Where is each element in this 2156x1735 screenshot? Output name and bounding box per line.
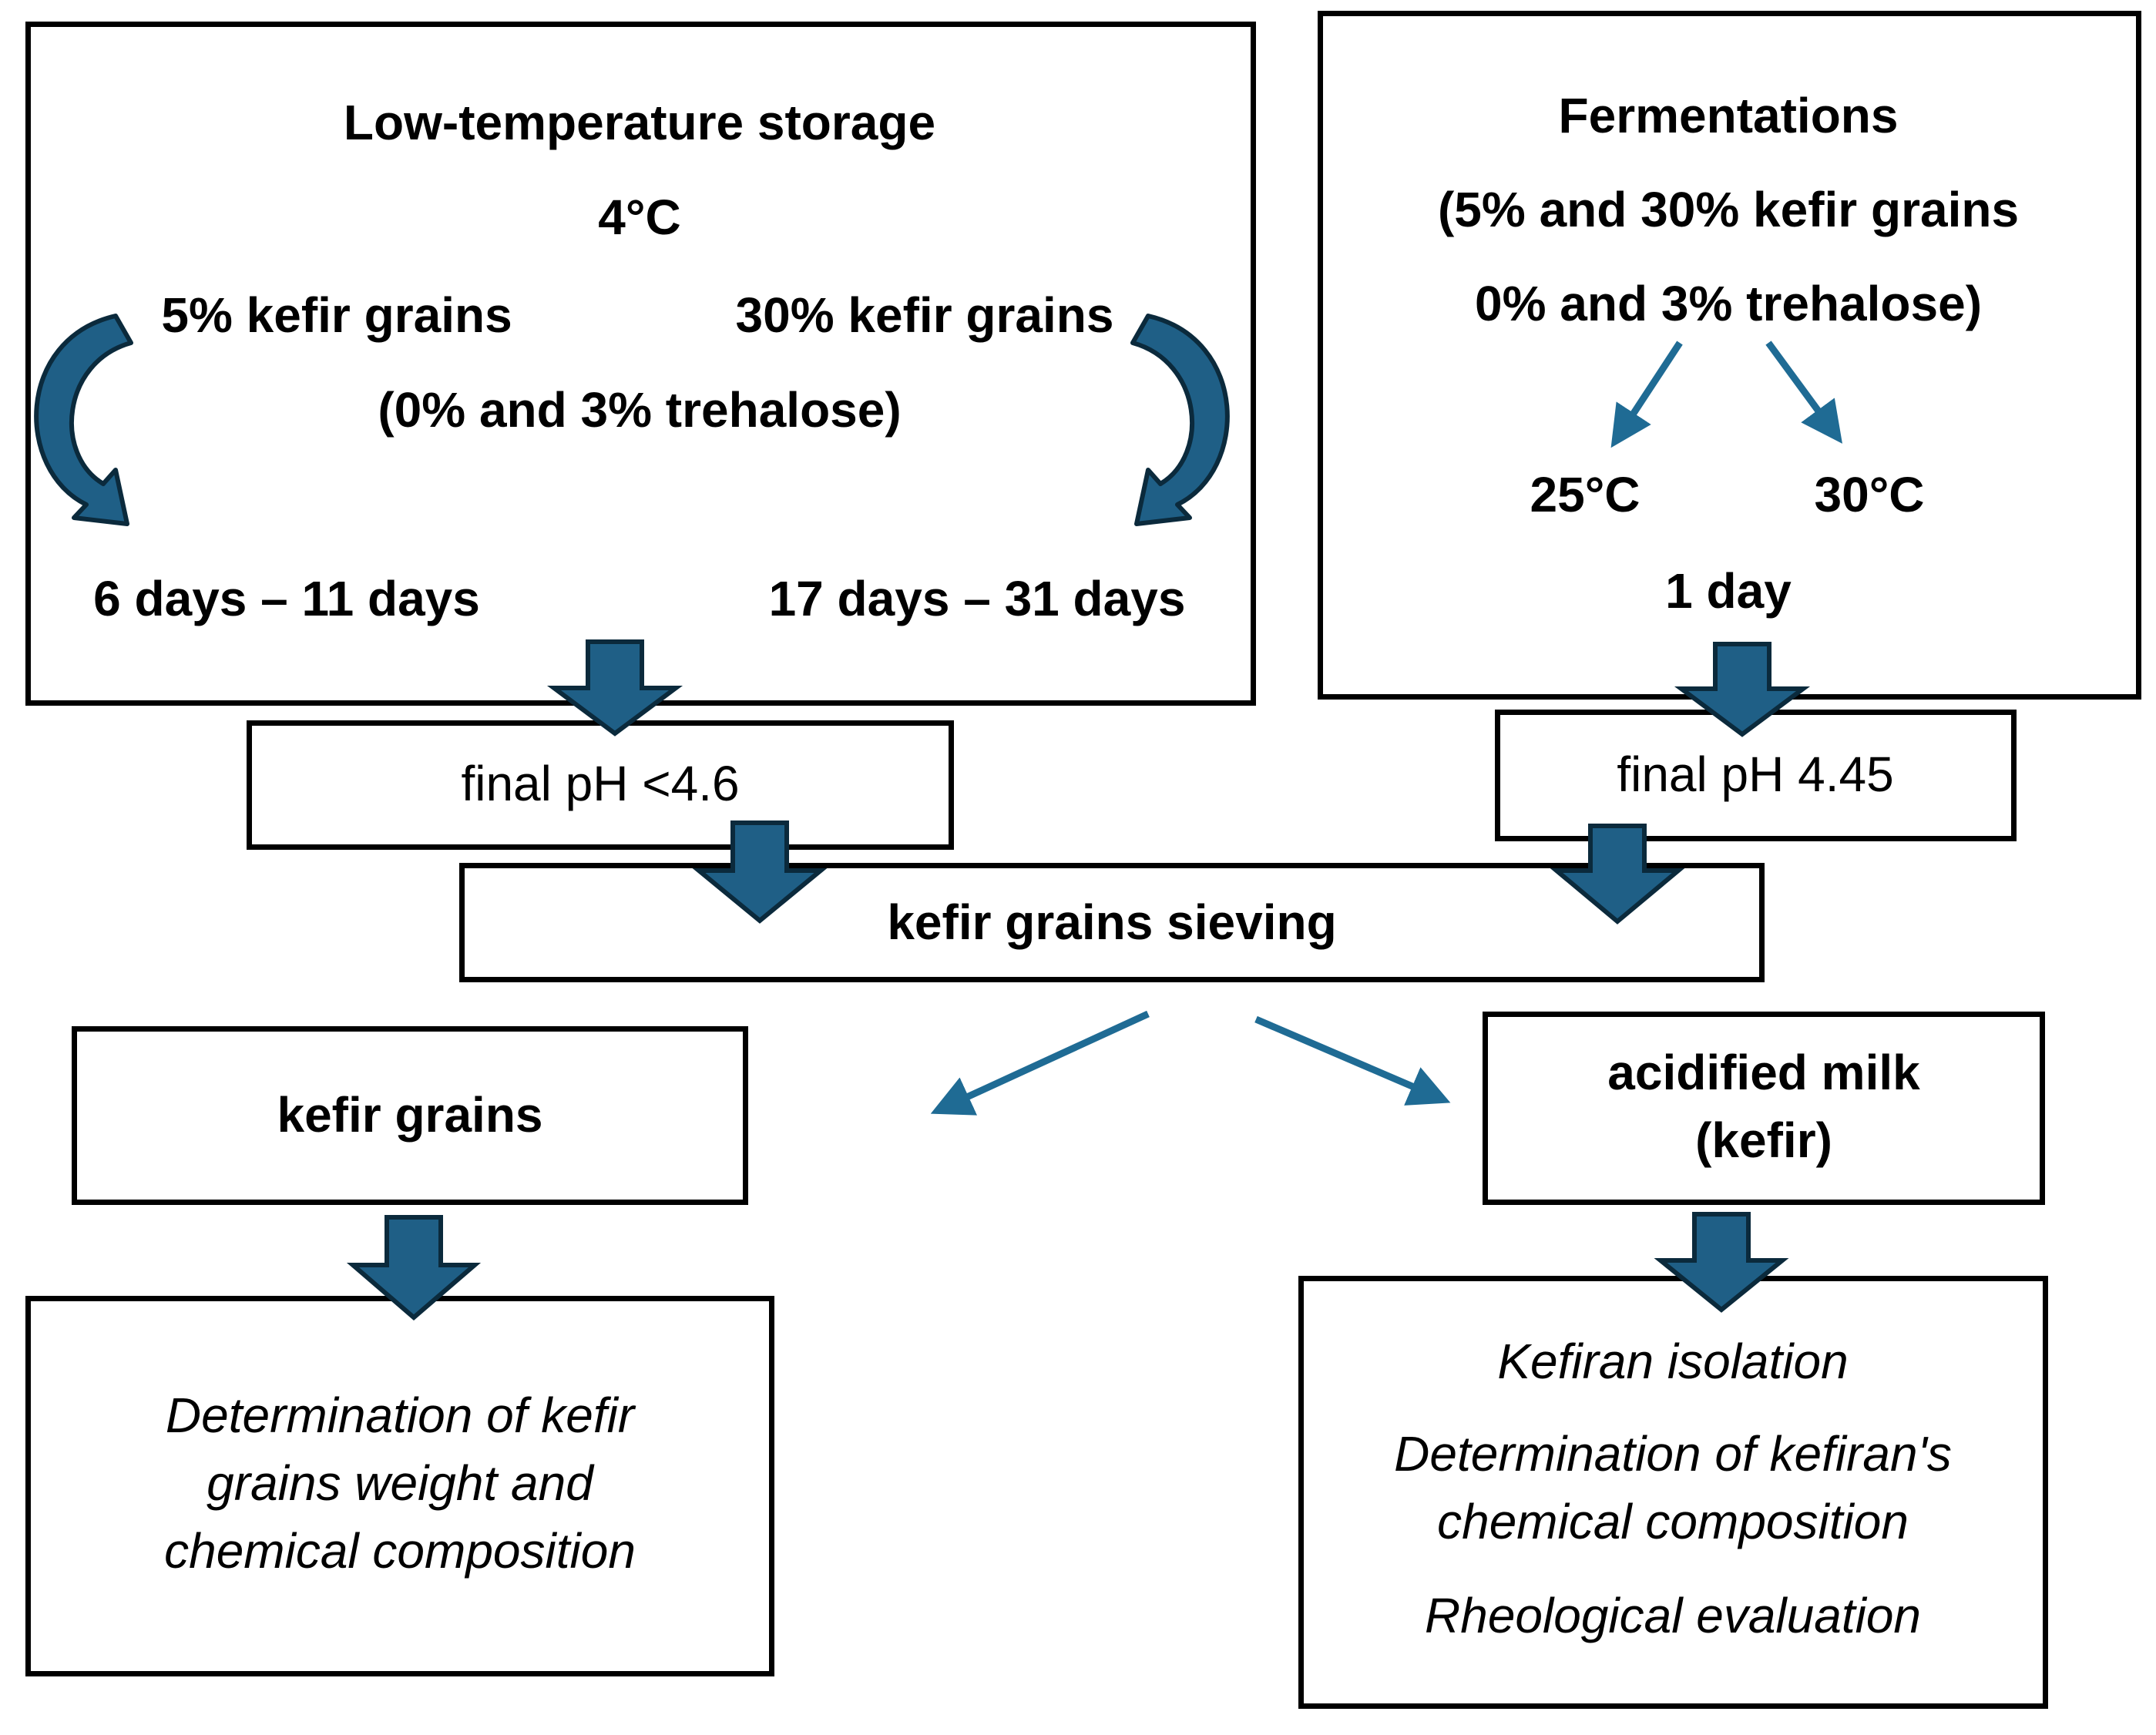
block-arrow-fermentation-to-ph [1674, 642, 1811, 737]
kefir-grains-label: kefir grains [277, 1087, 543, 1143]
block-arrow-storage-to-ph [546, 639, 683, 737]
ph-right-label: final pH 4.45 [1617, 747, 1894, 802]
block-arrow-milk-to-analysis [1654, 1212, 1789, 1313]
block-arrow-ph-right-to-sieving [1550, 824, 1685, 925]
arrow-to-acidified-milk [1254, 1015, 1451, 1106]
curved-arrow-left [34, 314, 133, 526]
acidified-milk-line2: (kefir) [1695, 1112, 1832, 1168]
block-arrow-grains-to-analysis [346, 1215, 482, 1321]
grains-analysis-line3: chemical composition [164, 1523, 636, 1579]
storage-trehalose: (0% and 3% trehalose) [378, 382, 902, 438]
fermentation-line2: 0% and 3% trehalose) [1475, 276, 1982, 331]
ph-left-label: final pH <4.6 [461, 756, 740, 811]
arrow-to-25c [1610, 341, 1683, 448]
storage-left-label: 5% kefir grains [161, 287, 512, 343]
storage-right-days: 17 days – 31 days [768, 571, 1186, 626]
kefir-grains-box [72, 1026, 748, 1205]
fermentation-title: Fermentations [1558, 88, 1899, 143]
curved-arrow-right [1130, 314, 1230, 526]
block-arrow-ph-left-to-sieving [692, 821, 828, 924]
milk-analysis-line2: Determination of kefiran's [1394, 1426, 1952, 1482]
milk-analysis-line1: Kefiran isolation [1497, 1334, 1849, 1389]
storage-temperature: 4°C [598, 190, 681, 245]
sieving-box [459, 863, 1765, 982]
fermentation-temp-left: 25°C [1530, 467, 1641, 522]
arrow-to-kefir-grains [930, 1010, 1150, 1116]
grains-analysis-line1: Determination of kefir [165, 1388, 635, 1443]
fermentation-duration: 1 day [1665, 563, 1792, 619]
milk-analysis-box [1298, 1276, 2048, 1709]
grains-analysis-line2: grains weight and [207, 1455, 593, 1511]
milk-analysis-line4: Rheological evaluation [1425, 1588, 1921, 1643]
fermentation-temp-right: 30°C [1814, 467, 1925, 522]
storage-right-label: 30% kefir grains [735, 287, 1114, 343]
milk-analysis-line3: chemical composition [1437, 1494, 1909, 1549]
arrow-to-30c [1765, 341, 1842, 444]
acidified-milk-box [1483, 1012, 2045, 1205]
storage-left-days: 6 days – 11 days [93, 571, 480, 626]
storage-title: Low-temperature storage [343, 95, 936, 150]
fermentation-line1: (5% and 30% kefir grains [1437, 182, 2020, 237]
sieving-label: kefir grains sieving [887, 894, 1337, 950]
acidified-milk-line1: acidified milk [1607, 1045, 1920, 1100]
